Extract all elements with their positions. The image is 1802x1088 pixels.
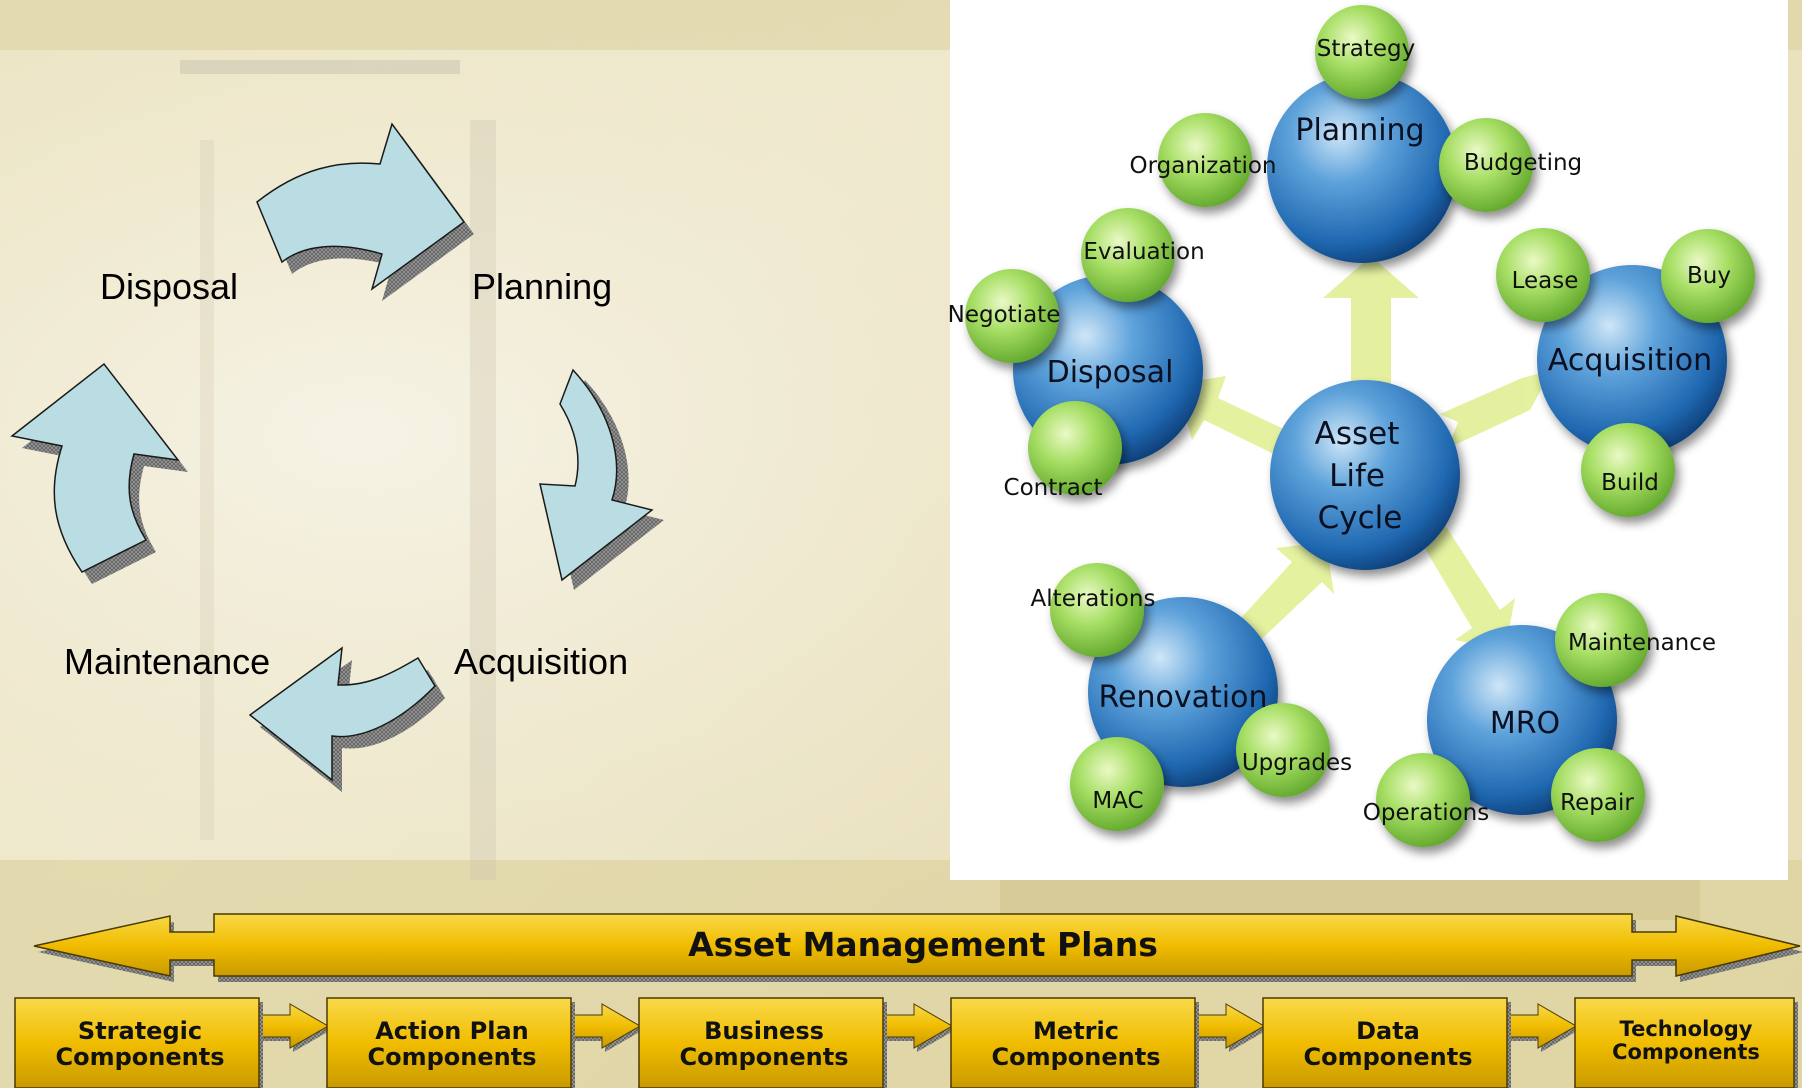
sub-label-budgeting: Budgeting: [1464, 150, 1582, 176]
component-metric-line-2: Components: [992, 1043, 1161, 1071]
sub-label-operations: Operations: [1363, 800, 1489, 826]
asset-management-plans: Asset Management Plans Strategic Compone…: [14, 913, 1802, 1088]
node-renovation: Renovation Alterations Upgrades MAC: [1031, 563, 1352, 831]
sub-node-mac: [1070, 737, 1164, 831]
cycle-label-disposal: Disposal: [100, 266, 238, 307]
component-box-action-plan: Action Plan Components: [326, 997, 575, 1088]
sub-node-organization: [1158, 113, 1252, 207]
connector-disposal: [1176, 376, 1290, 456]
sub-label-upgrades: Upgrades: [1242, 750, 1352, 776]
sub-node-lease: [1496, 228, 1590, 322]
sub-node-buy: [1661, 229, 1755, 323]
connector-mro: [1420, 525, 1515, 650]
plans-double-arrow: [33, 913, 1802, 982]
node-disposal: Disposal Evaluation Negotiate Contract: [948, 208, 1205, 501]
sub-label-organization: Organization: [1129, 153, 1276, 179]
center-label-line-1: Asset: [1315, 416, 1400, 452]
sub-node-operations: [1376, 753, 1470, 847]
component-strategic-line-2: Components: [56, 1043, 225, 1071]
plans-title: Asset Management Plans: [688, 925, 1158, 964]
component-strategic-line-1: Strategic: [78, 1017, 202, 1045]
sub-label-repair: Repair: [1560, 790, 1634, 816]
sub-label-build: Build: [1601, 470, 1659, 496]
component-box-technology: Technology Components: [1574, 997, 1798, 1088]
sub-label-lease: Lease: [1512, 268, 1579, 294]
node-label-renovation: Renovation: [1099, 680, 1268, 715]
sub-label-maintenance: Maintenance: [1568, 630, 1716, 656]
sub-node-negotiate: [965, 269, 1059, 363]
sub-label-negotiate: Negotiate: [948, 302, 1061, 328]
node-mro: MRO Maintenance Repair Operations: [1363, 593, 1716, 847]
sub-node-repair: [1551, 748, 1645, 842]
center-asset-life-cycle: [1270, 380, 1460, 570]
sub-label-alterations: Alterations: [1031, 586, 1156, 612]
component-data-line-2: Components: [1304, 1043, 1473, 1071]
cycle-arrow-top: [256, 122, 474, 301]
lifecycle-connectors: [1176, 256, 1552, 650]
component-box-strategic: Strategic Components: [14, 997, 263, 1088]
cycle-diagram: Disposal Planning Acquisition Maintenanc…: [10, 122, 664, 792]
sub-node-evaluation: [1081, 208, 1175, 302]
component-technology-line-2: Components: [1612, 1040, 1760, 1064]
sub-node-budgeting: [1439, 118, 1533, 212]
component-box-data: Data Components: [1262, 997, 1511, 1088]
sub-label-buy: Buy: [1687, 263, 1731, 289]
component-metric-line-1: Metric: [1033, 1017, 1119, 1045]
sub-node-strategy: [1315, 5, 1409, 99]
sub-node-alterations: [1050, 563, 1144, 657]
sub-node-upgrades: [1236, 703, 1330, 797]
sub-node-build: [1581, 423, 1675, 517]
sub-label-mac: MAC: [1092, 788, 1143, 814]
node-label-planning: Planning: [1295, 113, 1424, 148]
node-acquisition: Acquisition Lease Buy Build: [1496, 228, 1755, 517]
node-label-disposal: Disposal: [1047, 355, 1174, 390]
component-box-business: Business Components: [638, 997, 887, 1088]
center-label-line-3: Cycle: [1318, 500, 1403, 536]
cycle-label-maintenance: Maintenance: [64, 641, 270, 682]
sub-node-maintenance: [1555, 593, 1649, 687]
connector-renovation: [1232, 542, 1334, 650]
component-box-metric: Metric Components: [950, 997, 1199, 1088]
cycle-label-acquisition: Acquisition: [454, 641, 628, 682]
sub-label-strategy: Strategy: [1317, 36, 1416, 62]
node-label-acquisition: Acquisition: [1548, 343, 1712, 378]
center-label-line-2: Life: [1329, 458, 1385, 494]
cycle-label-planning: Planning: [472, 266, 612, 307]
component-business-line-1: Business: [704, 1017, 824, 1045]
node-label-mro: MRO: [1490, 706, 1560, 741]
connector-acquisition: [1440, 370, 1552, 448]
cycle-arrow-right: [539, 368, 664, 590]
component-connectors: [257, 1003, 1579, 1052]
component-business-line-2: Components: [680, 1043, 849, 1071]
cycle-arrow-bottom: [248, 646, 445, 792]
component-technology-line-1: Technology: [1620, 1017, 1753, 1041]
sub-node-contract: [1028, 401, 1122, 495]
sub-label-evaluation: Evaluation: [1083, 239, 1204, 265]
component-action-plan-line-1: Action Plan: [375, 1017, 529, 1045]
component-data-line-1: Data: [1356, 1017, 1420, 1045]
lifecycle-diagram: Asset Life Cycle Planning Strategy Organ…: [948, 0, 1788, 880]
node-planning: Planning Strategy Organization Budgeting: [1129, 5, 1582, 263]
component-action-plan-line-2: Components: [368, 1043, 537, 1071]
connector-planning: [1323, 256, 1419, 388]
cycle-arrow-left: [10, 362, 188, 584]
sub-label-contract: Contract: [1004, 475, 1103, 501]
